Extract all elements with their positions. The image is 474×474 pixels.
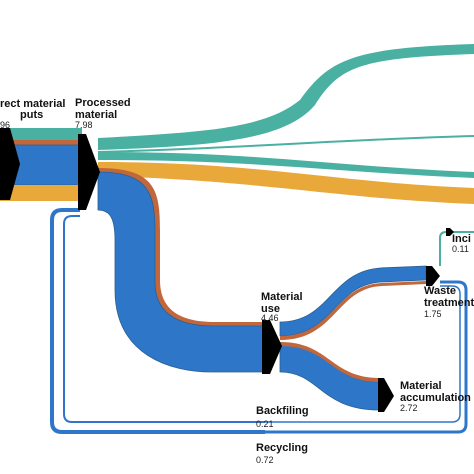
flow-export-thin bbox=[97, 135, 474, 153]
flow-waste-to-loop bbox=[265, 280, 468, 434]
label-processed-2: material bbox=[75, 109, 117, 121]
value-accumulation: 2.72 bbox=[400, 403, 418, 413]
label-backfilling: Backfiling bbox=[256, 405, 309, 417]
flow-use-to-accumulation-rust bbox=[280, 342, 380, 382]
node-processed bbox=[78, 134, 100, 210]
label-accumulation-1: Material bbox=[400, 380, 442, 392]
label-accumulation-2: accumulation bbox=[400, 392, 471, 404]
label-waste-2: treatment bbox=[424, 297, 474, 309]
flow-waste-to-backfill bbox=[265, 285, 461, 423]
flow-inputs-orange bbox=[0, 185, 82, 201]
label-direct-inputs-2: puts bbox=[20, 109, 43, 121]
node-direct-inputs bbox=[0, 128, 20, 200]
flow-use-to-waste-rust bbox=[280, 281, 426, 340]
node-accumulation bbox=[378, 378, 394, 412]
label-direct-inputs-1: rect material bbox=[0, 98, 65, 110]
value-waste: 1.75 bbox=[424, 309, 442, 319]
flow-export-upper bbox=[98, 44, 474, 150]
value-material-use: 4.46 bbox=[261, 313, 279, 323]
label-recycling: Recycling bbox=[256, 442, 308, 454]
flow-waste-to-incineration bbox=[439, 231, 474, 266]
label-incineration: Inci bbox=[452, 233, 471, 245]
label-material-use-2: use bbox=[261, 303, 280, 315]
value-direct-inputs: 96 bbox=[0, 120, 10, 130]
value-processed: 7.98 bbox=[75, 120, 93, 130]
flow-export-teal bbox=[98, 152, 474, 178]
value-backfilling: 0.21 bbox=[256, 419, 274, 429]
flow-processed-to-use-blue bbox=[97, 171, 266, 373]
node-material-use bbox=[262, 320, 282, 374]
value-incineration: 0.11 bbox=[452, 244, 469, 254]
flow-inputs-rust bbox=[0, 140, 82, 145]
label-waste-1: Waste bbox=[424, 285, 456, 297]
flow-inputs-teal bbox=[0, 128, 82, 140]
label-processed-1: Processed bbox=[75, 97, 131, 109]
flow-backfilling-loop bbox=[63, 215, 265, 423]
flow-recycling-loop bbox=[50, 208, 265, 434]
node-waste bbox=[426, 266, 440, 286]
value-recycling: 0.72 bbox=[256, 455, 274, 465]
flow-export-orange bbox=[98, 162, 474, 204]
label-material-use-1: Material bbox=[261, 291, 303, 303]
node-incineration bbox=[446, 228, 454, 236]
